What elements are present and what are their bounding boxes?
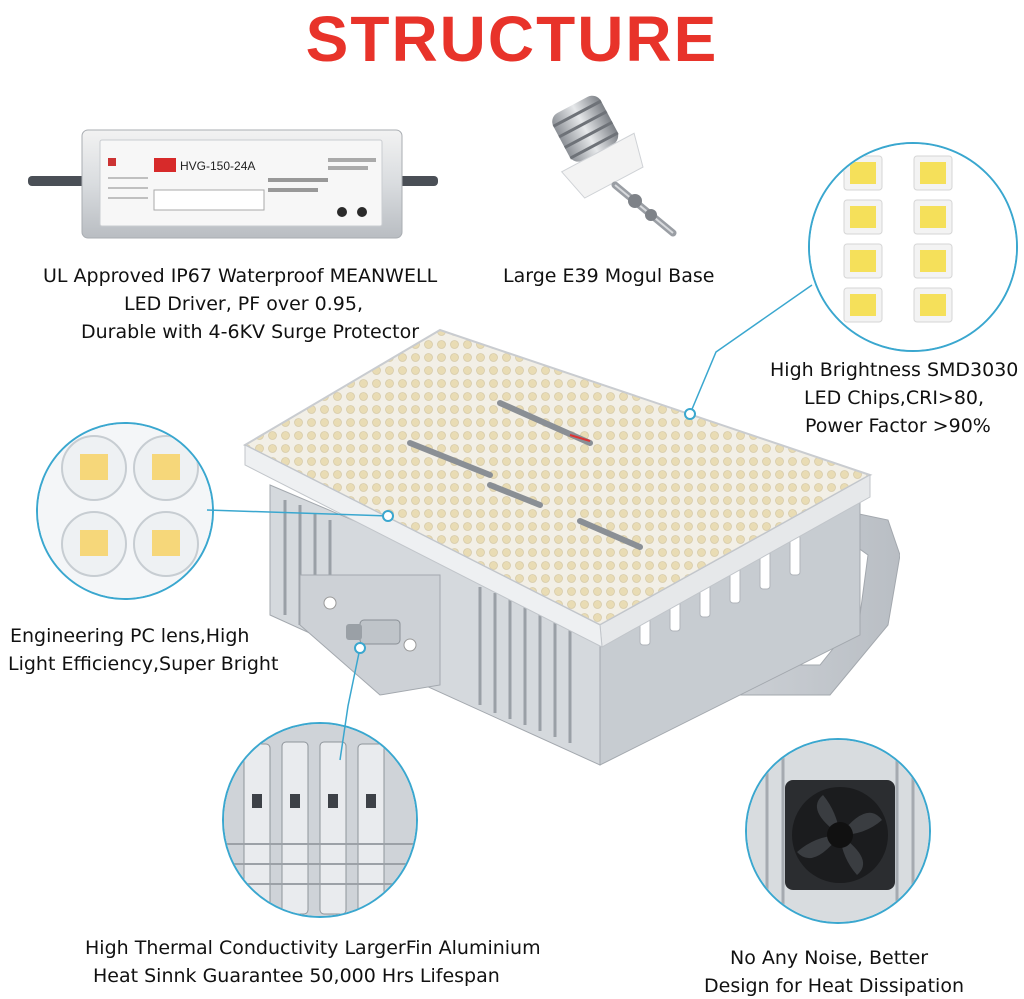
- fan-caption-line: No Any Noise, Better: [730, 947, 929, 969]
- fan-caption: No Any Noise, Better Design for Heat Dis…: [704, 944, 964, 999]
- heatsink-fins-closeup: [222, 722, 418, 918]
- pc-lens-closeup: [36, 422, 214, 600]
- driver-caption-line: UL Approved IP67 Waterproof MEANWELL: [43, 265, 438, 287]
- lens-caption-line: Light Efficiency,Super Bright: [8, 653, 279, 675]
- heatsink-caption-line: Heat Sinnk Guarantee 50,000 Hrs Lifespan: [93, 965, 500, 987]
- chips-caption-line: LED Chips,CRI>80,: [804, 387, 985, 409]
- base-caption-line: Large E39 Mogul Base: [503, 265, 715, 287]
- fan-caption-line: Design for Heat Dissipation: [704, 975, 964, 997]
- lens-caption: Engineering PC lens,High Light Efficienc…: [8, 622, 278, 678]
- chips-caption-line: High Brightness SMD3030: [770, 359, 1019, 381]
- driver-caption: UL Approved IP67 Waterproof MEANWELL LED…: [43, 262, 437, 346]
- lens-caption-line: Engineering PC lens,High: [10, 625, 250, 647]
- smd-chips-closeup: [808, 142, 1018, 352]
- chips-caption-line: Power Factor >90%: [805, 415, 991, 437]
- e39-base-image: [535, 95, 685, 245]
- heatsink-caption: High Thermal Conductivity LargerFin Alum…: [85, 934, 541, 990]
- driver-caption-line: LED Driver, PF over 0.95,: [124, 293, 363, 315]
- heatsink-caption-line: High Thermal Conductivity LargerFin Alum…: [85, 937, 541, 959]
- cooling-fan-closeup: [745, 738, 931, 924]
- base-caption: Large E39 Mogul Base: [503, 262, 714, 290]
- chips-caption: High Brightness SMD3030 LED Chips,CRI>80…: [770, 356, 1018, 440]
- led-driver-image: HVG-150-24A: [28, 118, 438, 248]
- page-title: STRUCTURE: [305, 3, 719, 75]
- driver-model-label: HVG-150-24A: [180, 159, 255, 173]
- driver-caption-line: Durable with 4-6KV Surge Protector: [81, 321, 420, 343]
- led-fixture-image: [240, 325, 901, 785]
